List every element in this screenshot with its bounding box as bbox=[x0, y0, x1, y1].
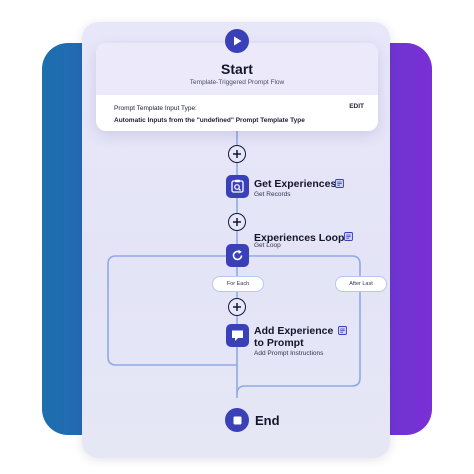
input-type-label: Prompt Template Input Type: bbox=[114, 105, 197, 112]
play-icon bbox=[225, 29, 249, 53]
edit-button[interactable]: EDIT bbox=[349, 103, 364, 110]
get-records-node[interactable] bbox=[226, 175, 249, 198]
experiences-loop-subtitle: Get Loop bbox=[254, 242, 281, 249]
get-experiences-title[interactable]: Get Experiences bbox=[254, 178, 337, 190]
description-icon[interactable] bbox=[338, 326, 347, 335]
plus-icon bbox=[233, 150, 241, 158]
add-experience-subtitle: Add Prompt Instructions bbox=[254, 350, 324, 357]
add-experience-title[interactable]: Add Experience bbox=[254, 325, 334, 337]
prompt-instructions-node[interactable] bbox=[226, 324, 249, 347]
end-node[interactable] bbox=[225, 408, 249, 432]
get-experiences-subtitle: Get Records bbox=[254, 191, 291, 198]
description-icon[interactable] bbox=[344, 232, 353, 241]
start-node-card[interactable]: Start Template-Triggered Prompt Flow Pro… bbox=[96, 43, 378, 131]
plus-icon bbox=[233, 303, 241, 311]
comment-icon bbox=[232, 330, 243, 341]
loop-icon bbox=[232, 249, 243, 261]
stop-icon bbox=[233, 416, 241, 424]
add-element-button[interactable] bbox=[228, 298, 246, 316]
input-type-value: Automatic Inputs from the "undefined" Pr… bbox=[114, 117, 305, 124]
loop-node[interactable] bbox=[226, 244, 249, 267]
after-last-path-label: After Last bbox=[335, 276, 387, 292]
plus-icon bbox=[233, 218, 241, 226]
start-title: Start bbox=[221, 61, 253, 77]
add-element-button[interactable] bbox=[228, 213, 246, 231]
add-experience-title-line2[interactable]: to Prompt bbox=[254, 337, 304, 349]
end-title: End bbox=[255, 413, 280, 428]
description-icon[interactable] bbox=[335, 179, 344, 188]
start-subtitle: Template-Triggered Prompt Flow bbox=[189, 79, 285, 86]
add-element-button[interactable] bbox=[228, 145, 246, 163]
experiences-loop-title[interactable]: Experiences Loop bbox=[254, 232, 345, 244]
for-each-path-label: For Each bbox=[212, 276, 264, 292]
search-records-icon bbox=[231, 179, 244, 193]
